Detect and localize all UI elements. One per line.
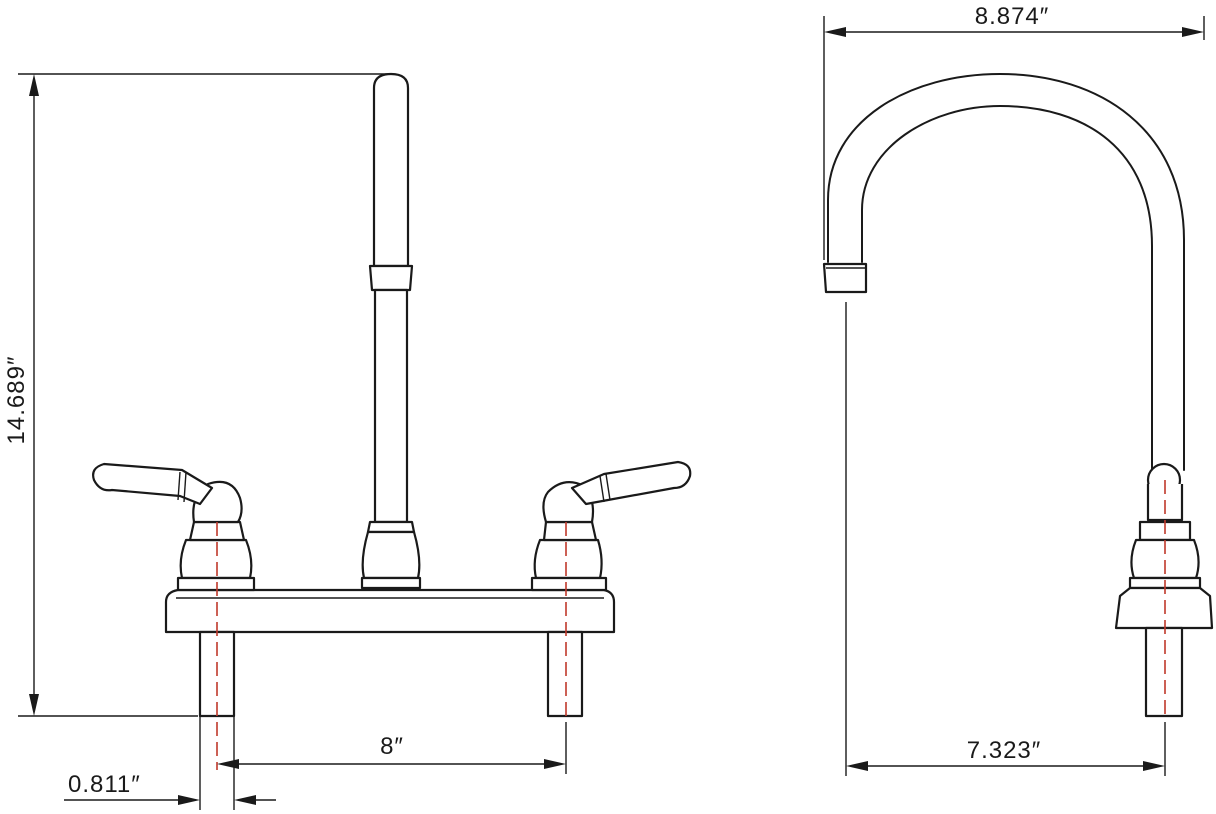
shank-dimension: 0.811″: [64, 716, 276, 810]
front-spout: [360, 72, 422, 590]
spout-base-ring: [366, 520, 416, 534]
deck-plate: [164, 588, 616, 634]
reach-label: 8.874″: [975, 3, 1050, 30]
left-valve-base: [176, 576, 256, 592]
front-view: 14.689″: [3, 72, 692, 810]
spout-inner-curve: [861, 105, 1153, 471]
right-lever-joint: [599, 475, 605, 503]
height-label: 14.689″: [3, 356, 30, 445]
right-shank: [546, 630, 584, 718]
side-view: 8.874″ 7.323″: [822, 3, 1214, 776]
height-arrow-bottom: [29, 694, 39, 716]
gooseneck-spout: [822, 73, 1185, 471]
left-lever-joint-2: [183, 471, 187, 503]
shanks: [198, 630, 584, 718]
left-handle: [92, 462, 256, 592]
spout-collar: [368, 264, 414, 292]
right-valve-base: [530, 576, 608, 592]
reach-arrow-left: [824, 27, 846, 37]
spacing-arrow-right: [544, 759, 566, 769]
spout-aerator: [822, 262, 868, 294]
right-handle-lever: [570, 460, 692, 506]
spout-center-arrow-right: [1143, 761, 1165, 771]
reach-dimension: 8.874″: [823, 3, 1205, 260]
right-valve-body: [533, 538, 603, 580]
side-deck-plate: [1114, 586, 1214, 630]
spout-center-dimension: 7.323″: [845, 302, 1166, 776]
spout-base-body: [361, 530, 421, 580]
spout-center-label: 7.323″: [967, 737, 1042, 764]
center-spacing-dimension: 8″: [217, 722, 567, 774]
spacing-label: 8″: [380, 733, 404, 760]
side-valve: [1114, 462, 1214, 718]
spout-center-arrow-left: [846, 761, 868, 771]
right-handle: [530, 460, 692, 592]
right-valve-neck: [542, 520, 598, 542]
right-lever-joint-2: [605, 473, 611, 501]
height-dimension: 14.689″: [3, 73, 392, 717]
spacing-arrow-left: [217, 759, 239, 769]
shank-label: 0.811″: [68, 771, 141, 798]
side-valve-body: [1130, 538, 1200, 580]
shank-arrow-right: [234, 795, 256, 805]
spout-lower-tube: [373, 288, 409, 524]
spout-upper-tube: [372, 72, 410, 268]
left-valve-body: [179, 538, 253, 580]
shank-arrow-left: [178, 795, 200, 805]
spout-base-foot: [360, 576, 422, 590]
left-handle-lever: [92, 462, 214, 506]
reach-arrow-right: [1182, 27, 1204, 37]
left-lever-joint: [177, 471, 181, 501]
deck-plate-body: [164, 588, 616, 634]
side-shank: [1144, 626, 1184, 718]
spout-outer-curve: [827, 73, 1185, 471]
height-arrow-top: [29, 74, 39, 96]
